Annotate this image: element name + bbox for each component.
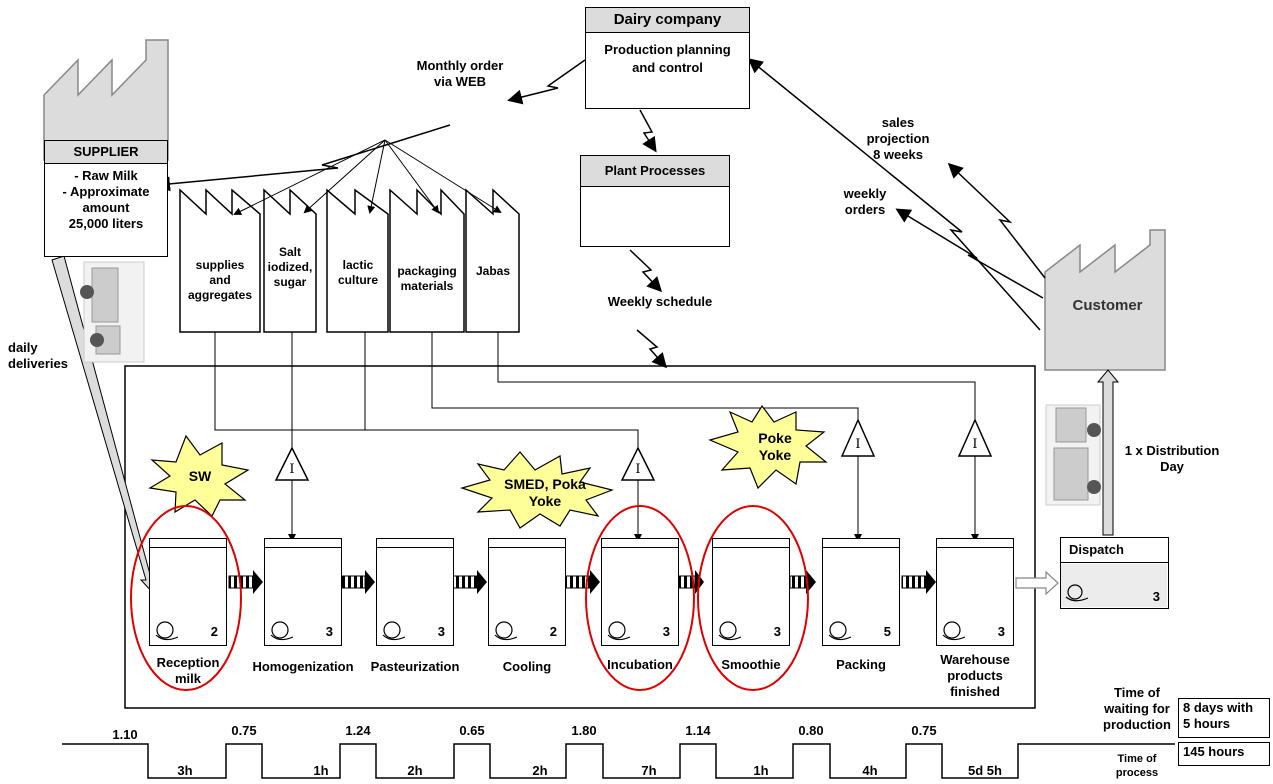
inventory-label: I	[285, 462, 299, 478]
process-box-pasteurization: 3	[376, 538, 454, 646]
dairy-company-box: Dairy company Production planning and co…	[585, 7, 750, 109]
supplier-truck	[80, 262, 144, 362]
process-name: Packing	[796, 657, 926, 673]
process-time: 2h	[390, 763, 440, 779]
process-time: 1h	[296, 763, 346, 779]
process-name: Pasteurization	[350, 659, 480, 675]
process-name: Homogenization	[238, 659, 368, 675]
inventory-label: I	[851, 437, 865, 453]
wait-time: 1.80	[559, 723, 609, 739]
operator-count: 3	[438, 624, 445, 639]
process-box-homogenization: 3	[264, 538, 342, 646]
supplier-box: SUPPLIER - Raw Milk - Approximate amount…	[44, 140, 168, 257]
weekly-orders-label: weekly orders	[830, 186, 900, 218]
weekly-schedule-label: Weekly schedule	[595, 294, 725, 310]
daily-deliveries-label: daily deliveries	[8, 340, 68, 372]
dairy-company-subtitle: Production planning and control	[603, 33, 733, 77]
waiting-time-label: Time of waiting for production	[1092, 685, 1182, 733]
process-time: 4h	[845, 763, 895, 779]
supplier-title: SUPPLIER	[45, 141, 167, 164]
process-time: 7h	[624, 763, 674, 779]
dispatch-truck	[1046, 405, 1101, 505]
process-time: 5d 5h	[955, 763, 1015, 779]
process-time-label: Time of process	[1102, 752, 1172, 780]
wait-time: 0.75	[219, 723, 269, 739]
sales-projection-label: sales projection 8 weeks	[858, 115, 938, 163]
operator-count: 2	[211, 624, 218, 639]
supplier-label-jabas: Jabas	[466, 264, 520, 279]
kaizen-sw-label: SW	[170, 468, 230, 484]
supplier-details: - Raw Milk - Approximate amount 25,000 l…	[45, 164, 167, 232]
process-box-cooling: 2	[488, 538, 566, 646]
wait-time: 0.80	[786, 723, 836, 739]
waiting-time-value: 8 days with 5 hours	[1178, 698, 1270, 738]
monthly-order-label: Monthly order via WEB	[412, 58, 508, 90]
process-time: 1h	[736, 763, 786, 779]
operator-count: 3	[774, 624, 781, 639]
process-box-incubation: 3	[601, 538, 679, 646]
dispatch-count: 3	[1153, 589, 1160, 604]
plant-processes-box: Plant Processes	[580, 155, 730, 247]
kaizen-smed-label: SMED, Poka Yoke	[490, 476, 600, 510]
wait-time: 0.75	[899, 723, 949, 739]
kaizen-pokeyoke-label: Poke Yoke	[740, 430, 810, 464]
wait-time: 1.10	[100, 727, 150, 743]
inventory-label: I	[968, 437, 982, 453]
process-box-packing: 5	[822, 538, 900, 646]
process-time: 2h	[515, 763, 565, 779]
operator-count: 3	[663, 624, 670, 639]
dispatch-title: Dispatch	[1061, 538, 1168, 563]
wait-time: 1.24	[333, 723, 383, 739]
process-name: Reception milk	[123, 655, 253, 687]
plant-processes-title: Plant Processes	[581, 156, 729, 187]
distribution-label: 1 x Distribution Day	[1112, 443, 1232, 475]
process-box-smoothie: 3	[712, 538, 790, 646]
wait-time: 1.14	[673, 723, 723, 739]
process-box-reception: 2	[149, 538, 227, 646]
process-time-value: 145 hours	[1178, 742, 1270, 766]
dispatch-box: Dispatch 3	[1060, 537, 1169, 609]
supplier-label-salt: Salt iodized, sugar	[262, 245, 318, 290]
operator-count: 5	[884, 624, 891, 639]
process-time: 3h	[160, 763, 210, 779]
supplier-label-packaging: packaging materials	[389, 264, 465, 294]
process-name: Warehouse products finished	[910, 652, 1040, 700]
operator-count: 3	[326, 624, 333, 639]
operator-count: 3	[998, 624, 1005, 639]
wait-time: 0.65	[447, 723, 497, 739]
customer-label: Customer	[1050, 298, 1165, 314]
inventory-label: I	[631, 462, 645, 478]
dairy-company-title: Dairy company	[586, 8, 749, 33]
operator-count: 2	[550, 624, 557, 639]
process-name: Cooling	[462, 659, 592, 675]
process-box-warehouse: 3	[936, 538, 1014, 646]
supplier-label-lactic: lactic culture	[327, 258, 389, 288]
kaizen-bursts	[150, 406, 826, 528]
supplier-label-supplies: supplies and aggregates	[178, 258, 262, 303]
